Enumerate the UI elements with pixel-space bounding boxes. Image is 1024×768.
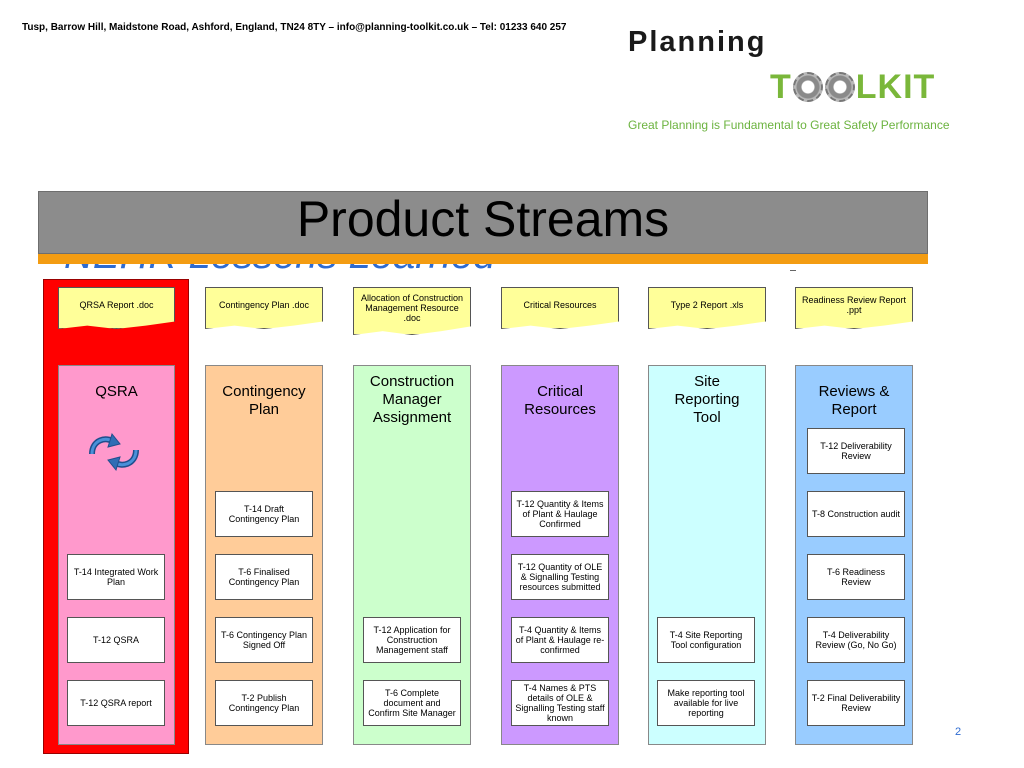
- title-banner: [38, 191, 928, 254]
- stream-title: Construction Manager Assignment: [369, 373, 455, 426]
- stream-title: QSRA: [95, 383, 138, 400]
- task-box: T-12 QSRA: [67, 617, 165, 663]
- stream-column-critical-resources: Critical Resources T-12 Quantity & Items…: [501, 365, 619, 745]
- tagline: Great Planning is Fundamental to Great S…: [628, 118, 950, 132]
- task-box: T-8 Construction audit: [807, 491, 905, 537]
- task-box: T-6 Finalised Contingency Plan: [215, 554, 313, 600]
- task-box: Make reporting tool available for live r…: [657, 680, 755, 726]
- document-readiness-review: Readiness Review Report .ppt: [795, 287, 913, 329]
- document-allocation-resource: Allocation of Construction Management Re…: [353, 287, 471, 335]
- stream-column-contingency-plan: Contingency Plan T-14 Draft Contingency …: [205, 365, 323, 745]
- stream-title: Critical Resources: [524, 383, 596, 418]
- divider: [790, 270, 796, 271]
- task-box: T-6 Contingency Plan Signed Off: [215, 617, 313, 663]
- logo-toolkit-t: T: [770, 68, 792, 106]
- task-box: T-4 Names & PTS details of OLE & Signall…: [511, 680, 609, 726]
- task-box: T-12 QSRA report: [67, 680, 165, 726]
- title-underline-bar: [38, 254, 928, 264]
- task-box: T-4 Site Reporting Tool configuration: [657, 617, 755, 663]
- task-box: T-12 Quantity of OLE & Signalling Testin…: [511, 554, 609, 600]
- task-box: T-14 Integrated Work Plan: [67, 554, 165, 600]
- document-contingency-plan: Contingency Plan .doc: [205, 287, 323, 329]
- task-box: T-12 Quantity & Items of Plant & Haulage…: [511, 491, 609, 537]
- stream-title: Site Reporting Tool: [674, 373, 740, 426]
- logo-toolkit-rest: LKIT: [855, 68, 936, 106]
- stream-title: Contingency Plan: [222, 383, 306, 418]
- stream-column-reviews-report: Reviews & Report T-12 Deliverability Rev…: [795, 365, 913, 745]
- task-box: T-12 Application for Construction Manage…: [363, 617, 461, 663]
- contact-details: Tusp, Barrow Hill, Maidstone Road, Ashfo…: [22, 22, 567, 33]
- logo-toolkit: T LKIT: [770, 68, 935, 107]
- logo-planning-text: Planning: [628, 26, 767, 58]
- slide-title: Product Streams: [296, 191, 670, 247]
- document-qsra-report: QRSA Report .doc: [58, 287, 175, 329]
- task-box: T-12 Deliverability Review: [807, 428, 905, 474]
- stream-column-site-reporting-tool: Site Reporting Tool T-4 Site Reporting T…: [648, 365, 766, 745]
- document-critical-resources: Critical Resources: [501, 287, 619, 329]
- gear-icon: [792, 72, 823, 102]
- task-box: T-4 Quantity & Items of Plant & Haulage …: [511, 617, 609, 663]
- stream-title: Reviews & Report: [818, 383, 890, 418]
- refresh-cycle-icon: [89, 432, 139, 472]
- task-box: T-4 Deliverability Review (Go, No Go): [807, 617, 905, 663]
- task-box: T-14 Draft Contingency Plan: [215, 491, 313, 537]
- task-box: T-2 Publish Contingency Plan: [215, 680, 313, 726]
- task-box: T-6 Complete document and Confirm Site M…: [363, 680, 461, 726]
- gear-icon: [824, 72, 855, 102]
- page-number: 2: [955, 726, 962, 738]
- task-box: T-6 Readiness Review: [807, 554, 905, 600]
- task-box: T-2 Final Deliverability Review: [807, 680, 905, 726]
- document-type2-report: Type 2 Report .xls: [648, 287, 766, 329]
- stream-column-qsra: QSRA T-14 Integrated Work Plan T-12 QSRA…: [58, 365, 175, 745]
- stream-column-construction-manager: Construction Manager Assignment T-12 App…: [353, 365, 471, 745]
